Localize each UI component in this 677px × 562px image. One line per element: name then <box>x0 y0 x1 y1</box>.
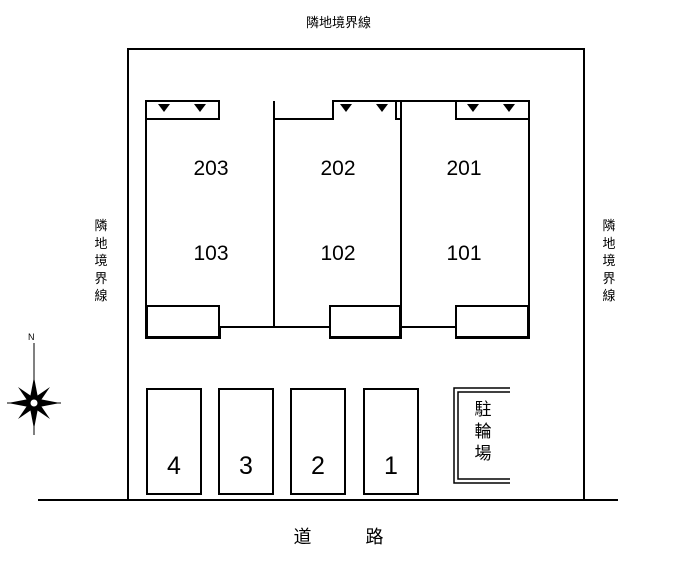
unit-label: 103 <box>193 242 229 265</box>
unit-label: 201 <box>446 157 482 180</box>
unit-label: 202 <box>320 157 356 180</box>
bicycle-parking-label: 駐輪場 <box>474 400 492 464</box>
down-triangle-icon <box>340 104 352 112</box>
down-triangle-icon <box>194 104 206 112</box>
road-label: 道路 <box>293 527 438 548</box>
down-triangle-icon <box>158 104 170 112</box>
parking-slot <box>363 388 419 495</box>
parking-slot <box>218 388 274 495</box>
boundary-label-left: 隣地境界線 <box>94 219 108 304</box>
entry-porch <box>329 305 401 338</box>
compass-north-label: N <box>28 332 35 342</box>
down-triangle-icon <box>467 104 479 112</box>
entry-porch <box>146 305 220 338</box>
parking-slot <box>146 388 202 495</box>
parking-number: 3 <box>239 452 253 480</box>
parking-slot <box>290 388 346 495</box>
parking-number: 4 <box>167 452 181 480</box>
unit-label: 203 <box>193 157 229 180</box>
parking-number: 1 <box>384 452 398 480</box>
down-triangle-icon <box>503 104 515 112</box>
unit-label: 101 <box>446 242 482 265</box>
property-boundary <box>127 48 585 500</box>
compass-rose-icon <box>7 343 61 435</box>
unit-label: 102 <box>320 242 356 265</box>
parking-number: 2 <box>311 452 325 480</box>
bicycle-parking-frame <box>453 387 510 484</box>
down-triangle-icon <box>376 104 388 112</box>
building-outline <box>273 100 402 339</box>
building-outline <box>400 100 530 339</box>
boundary-label-right: 隣地境界線 <box>602 219 616 304</box>
entry-porch <box>455 305 529 338</box>
boundary-label-top: 隣地境界線 <box>305 16 371 31</box>
building-outline <box>145 100 275 339</box>
